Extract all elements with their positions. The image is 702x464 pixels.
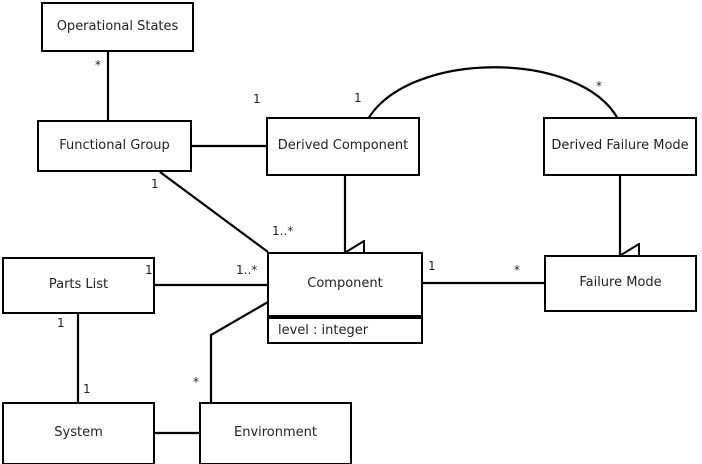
class-box-operational-states[interactable]: Operational States (41, 2, 194, 52)
attribute-compartment-component[interactable]: level : integer (267, 317, 423, 344)
association-derivedcomponent-derivedfailuremode (367, 66, 619, 120)
mult-partslist-right: 1 (145, 263, 153, 277)
class-name-failure-mode: Failure Mode (579, 275, 662, 291)
class-name-environment: Environment (233, 425, 317, 441)
association-environment-component (209, 301, 269, 402)
class-box-environment[interactable]: Environment (199, 402, 352, 464)
attribute-text-component: level : integer (278, 323, 369, 338)
association-lines (76, 52, 620, 435)
class-box-component[interactable]: Component (267, 252, 423, 317)
class-name-functional-group: Functional Group (59, 137, 170, 153)
class-name-derived-component: Derived Component (277, 138, 409, 154)
class-box-functional-group[interactable]: Functional Group (37, 120, 192, 172)
association-functionalgroup-component (159, 171, 269, 253)
mult-failuremode-left: * (514, 263, 520, 277)
class-name-derived-failure-mode: Derived Failure Mode (551, 138, 689, 154)
class-name-system: System (54, 425, 103, 441)
class-box-derived-failure-mode[interactable]: Derived Failure Mode (543, 117, 697, 176)
mult-system-up: 1 (83, 382, 91, 396)
class-box-failure-mode[interactable]: Failure Mode (544, 255, 697, 312)
mult-derivedfailuremode-arc: * (596, 79, 602, 93)
class-box-derived-component[interactable]: Derived Component (266, 117, 420, 176)
mult-component-from-functionalgroup: 1..* (272, 224, 294, 238)
class-name-component: Component (307, 276, 383, 292)
class-name-operational-states: Operational States (56, 18, 179, 34)
mult-component-to-failuremode: 1 (428, 259, 436, 273)
class-name-parts-list: Parts List (48, 277, 109, 293)
class-box-system[interactable]: System (2, 402, 155, 464)
mult-functionalgroup-down: 1 (151, 177, 159, 191)
mult-derivedcomponent-arc: 1 (354, 91, 362, 105)
mult-partslist-down: 1 (57, 316, 65, 330)
mult-opstates-functionalgroup: * (95, 58, 101, 72)
mult-component-from-partslist: 1..* (236, 263, 258, 277)
class-box-parts-list[interactable]: Parts List (2, 257, 155, 314)
mult-functionalgroup-derivedcomponent: 1 (253, 92, 261, 106)
mult-environment-up: * (193, 375, 199, 389)
